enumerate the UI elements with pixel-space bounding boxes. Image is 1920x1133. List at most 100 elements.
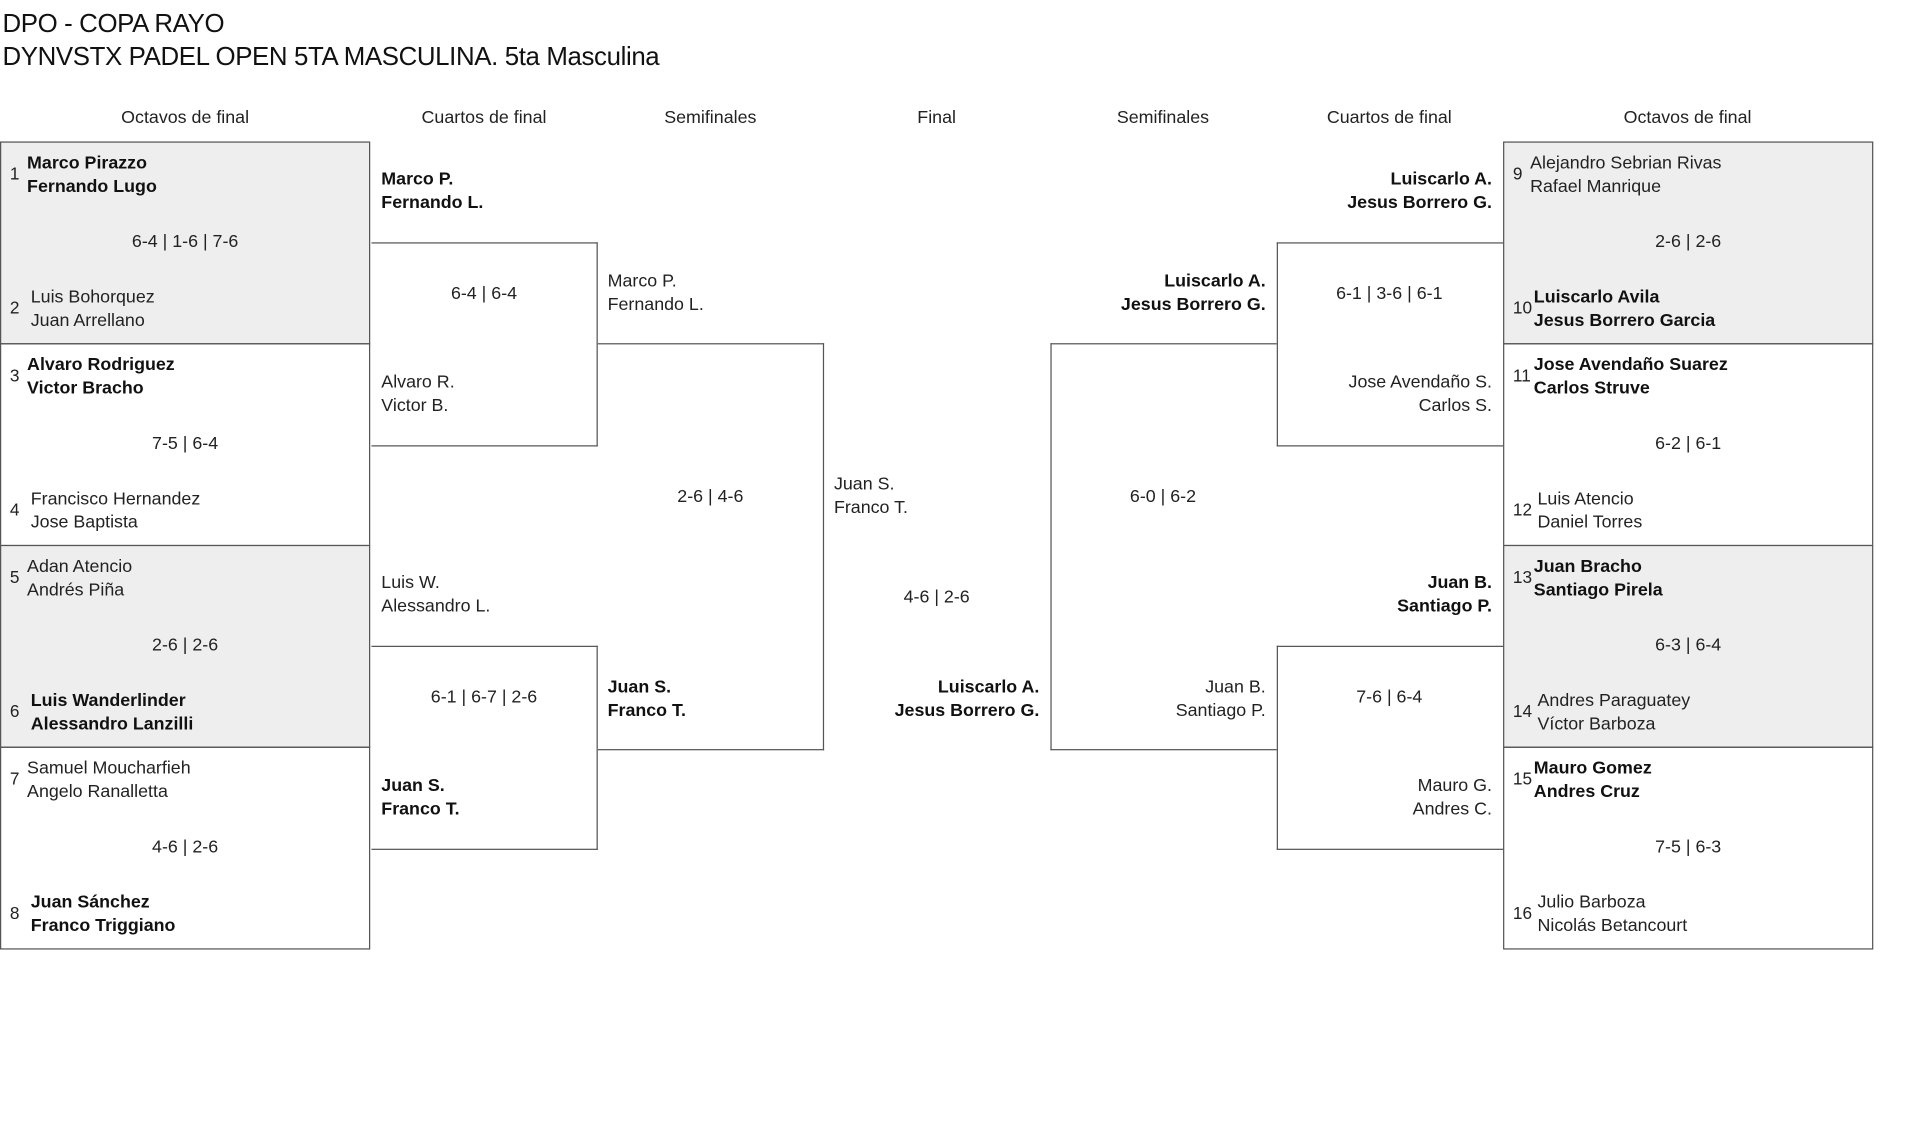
team-2[interactable]: Alvaro R.Victor B.: [381, 371, 454, 418]
player-name: Marco P.: [607, 271, 677, 291]
player-name: Carlos Struve: [1533, 378, 1650, 398]
seed-number: 8: [9, 902, 20, 923]
match-score: 2-6 | 4-6: [677, 486, 744, 507]
final-team-1[interactable]: Juan S.Franco T.: [834, 473, 908, 520]
round-header: Semifinales: [1116, 108, 1210, 128]
match-box[interactable]: [0, 544, 371, 748]
player-name: Nicolás Betancourt: [1537, 915, 1688, 936]
round-header: Cuartos de final: [421, 108, 547, 128]
player-name: Jose Avendaño S.: [1348, 372, 1492, 392]
match-score: 6-4 | 6-4: [450, 283, 518, 304]
final-team-2[interactable]: Luiscarlo A. Jesus Borrero G.: [895, 676, 1040, 723]
bracket-connector: [1276, 645, 1504, 850]
seed-number: 2: [9, 297, 20, 318]
player-name: Angelo Ranalletta: [27, 781, 168, 802]
player-name: Luiscarlo A.: [937, 677, 1040, 697]
match-box[interactable]: [1503, 746, 1874, 950]
player-name: Luis W.: [381, 572, 440, 593]
match-score: 7-6 | 6-4: [1356, 686, 1423, 707]
player-name: Andres C.: [1412, 798, 1492, 819]
team-2[interactable]: Juan S.Franco T.: [381, 774, 459, 821]
player-name: Jose Avendaño Suarez: [1533, 354, 1728, 375]
player-name: Mauro G.: [1417, 775, 1492, 796]
bracket-connector: [371, 645, 598, 850]
player-name: Jose Baptista: [30, 512, 138, 532]
team-1[interactable]: Marco P.Fernando L.: [608, 270, 704, 317]
player-name: Luis Atencio: [1537, 488, 1634, 509]
match-box[interactable]: [1503, 141, 1874, 345]
player-name: Andrés Piña: [27, 579, 125, 600]
team-1[interactable]: Luiscarlo A.Jesus Borrero G.: [1347, 168, 1492, 215]
player-name: Víctor Barboza: [1537, 714, 1656, 734]
player-name: Samuel Moucharfieh: [27, 758, 191, 778]
player-name: Santiago P.: [1175, 700, 1266, 721]
team-1[interactable]: Juan B.Santiago P.: [1397, 571, 1492, 618]
match-score: 6-0 | 6-2: [1129, 486, 1197, 507]
team-1[interactable]: Luis W.Alessandro L.: [381, 571, 490, 618]
team-2[interactable]: Juan B. Santiago P.: [1176, 676, 1266, 723]
match-box[interactable]: [1503, 544, 1874, 748]
player-name: Juan Bracho: [1533, 556, 1642, 577]
seed-number: 16: [1512, 902, 1533, 923]
player-name: Adan Atencio: [27, 556, 133, 577]
match-score: 6-1 | 3-6 | 6-1: [1336, 283, 1443, 304]
bracket-connector: [1050, 343, 1277, 751]
match-score: 6-4 | 1-6 | 7-6: [131, 231, 239, 252]
team-2[interactable]: Juan S. Franco T.: [608, 676, 686, 723]
final-score: 4-6 | 2-6: [903, 587, 970, 608]
player-name: Fernando L.: [381, 192, 484, 213]
player-name: Carlos S.: [1418, 395, 1492, 416]
player-name: Santiago Pirela: [1533, 579, 1663, 600]
player-name: Juan B.: [1205, 677, 1266, 697]
player-name: Fernando Lugo: [27, 176, 157, 197]
match-score: 2-6 | 2-6: [152, 635, 219, 655]
player-name: Luiscarlo Avila: [1533, 287, 1660, 307]
player-name: Victor Bracho: [27, 378, 144, 398]
player-name: Jesus Borrero G.: [1120, 294, 1266, 315]
tournament-title: DPO - COPA RAYO: [2, 9, 225, 39]
team-1[interactable]: Luiscarlo A.Jesus Borrero G.: [1121, 270, 1266, 317]
player-name: Jesus Borrero G.: [894, 700, 1040, 721]
player-name: Juan S.: [607, 677, 672, 697]
player-name: Franco T.: [607, 700, 686, 721]
match-score: 2-6 | 2-6: [1655, 231, 1722, 252]
seed-number: 5: [9, 567, 20, 587]
player-name: Andres Cruz: [1533, 781, 1640, 802]
player-name: Andres Paraguatey: [1537, 690, 1691, 711]
team-1[interactable]: Marco P.Fernando L.: [381, 168, 483, 215]
team-2[interactable]: Jose Avendaño S. Carlos S.: [1349, 371, 1492, 418]
team-2[interactable]: Mauro G.Andres C.: [1413, 774, 1492, 821]
round-header: Semifinales: [664, 108, 757, 128]
match-score: 6-2 | 6-1: [1655, 433, 1722, 454]
bracket-connector: [371, 242, 598, 447]
seed-number: 13: [1512, 567, 1533, 587]
player-name: Alejandro Sebrian Rivas: [1530, 153, 1722, 173]
match-score: 7-5 | 6-3: [1655, 837, 1722, 857]
match-box[interactable]: [0, 746, 371, 950]
player-name: Luiscarlo A.: [1390, 169, 1492, 189]
player-name: Franco T.: [381, 798, 460, 819]
bracket-connector: [597, 343, 825, 751]
player-name: Julio Barboza: [1537, 892, 1646, 913]
player-name: Rafael Manrique: [1530, 176, 1661, 197]
seed-number: 3: [9, 365, 20, 385]
match-score: 4-6 | 2-6: [152, 837, 219, 857]
match-box[interactable]: [0, 141, 371, 345]
